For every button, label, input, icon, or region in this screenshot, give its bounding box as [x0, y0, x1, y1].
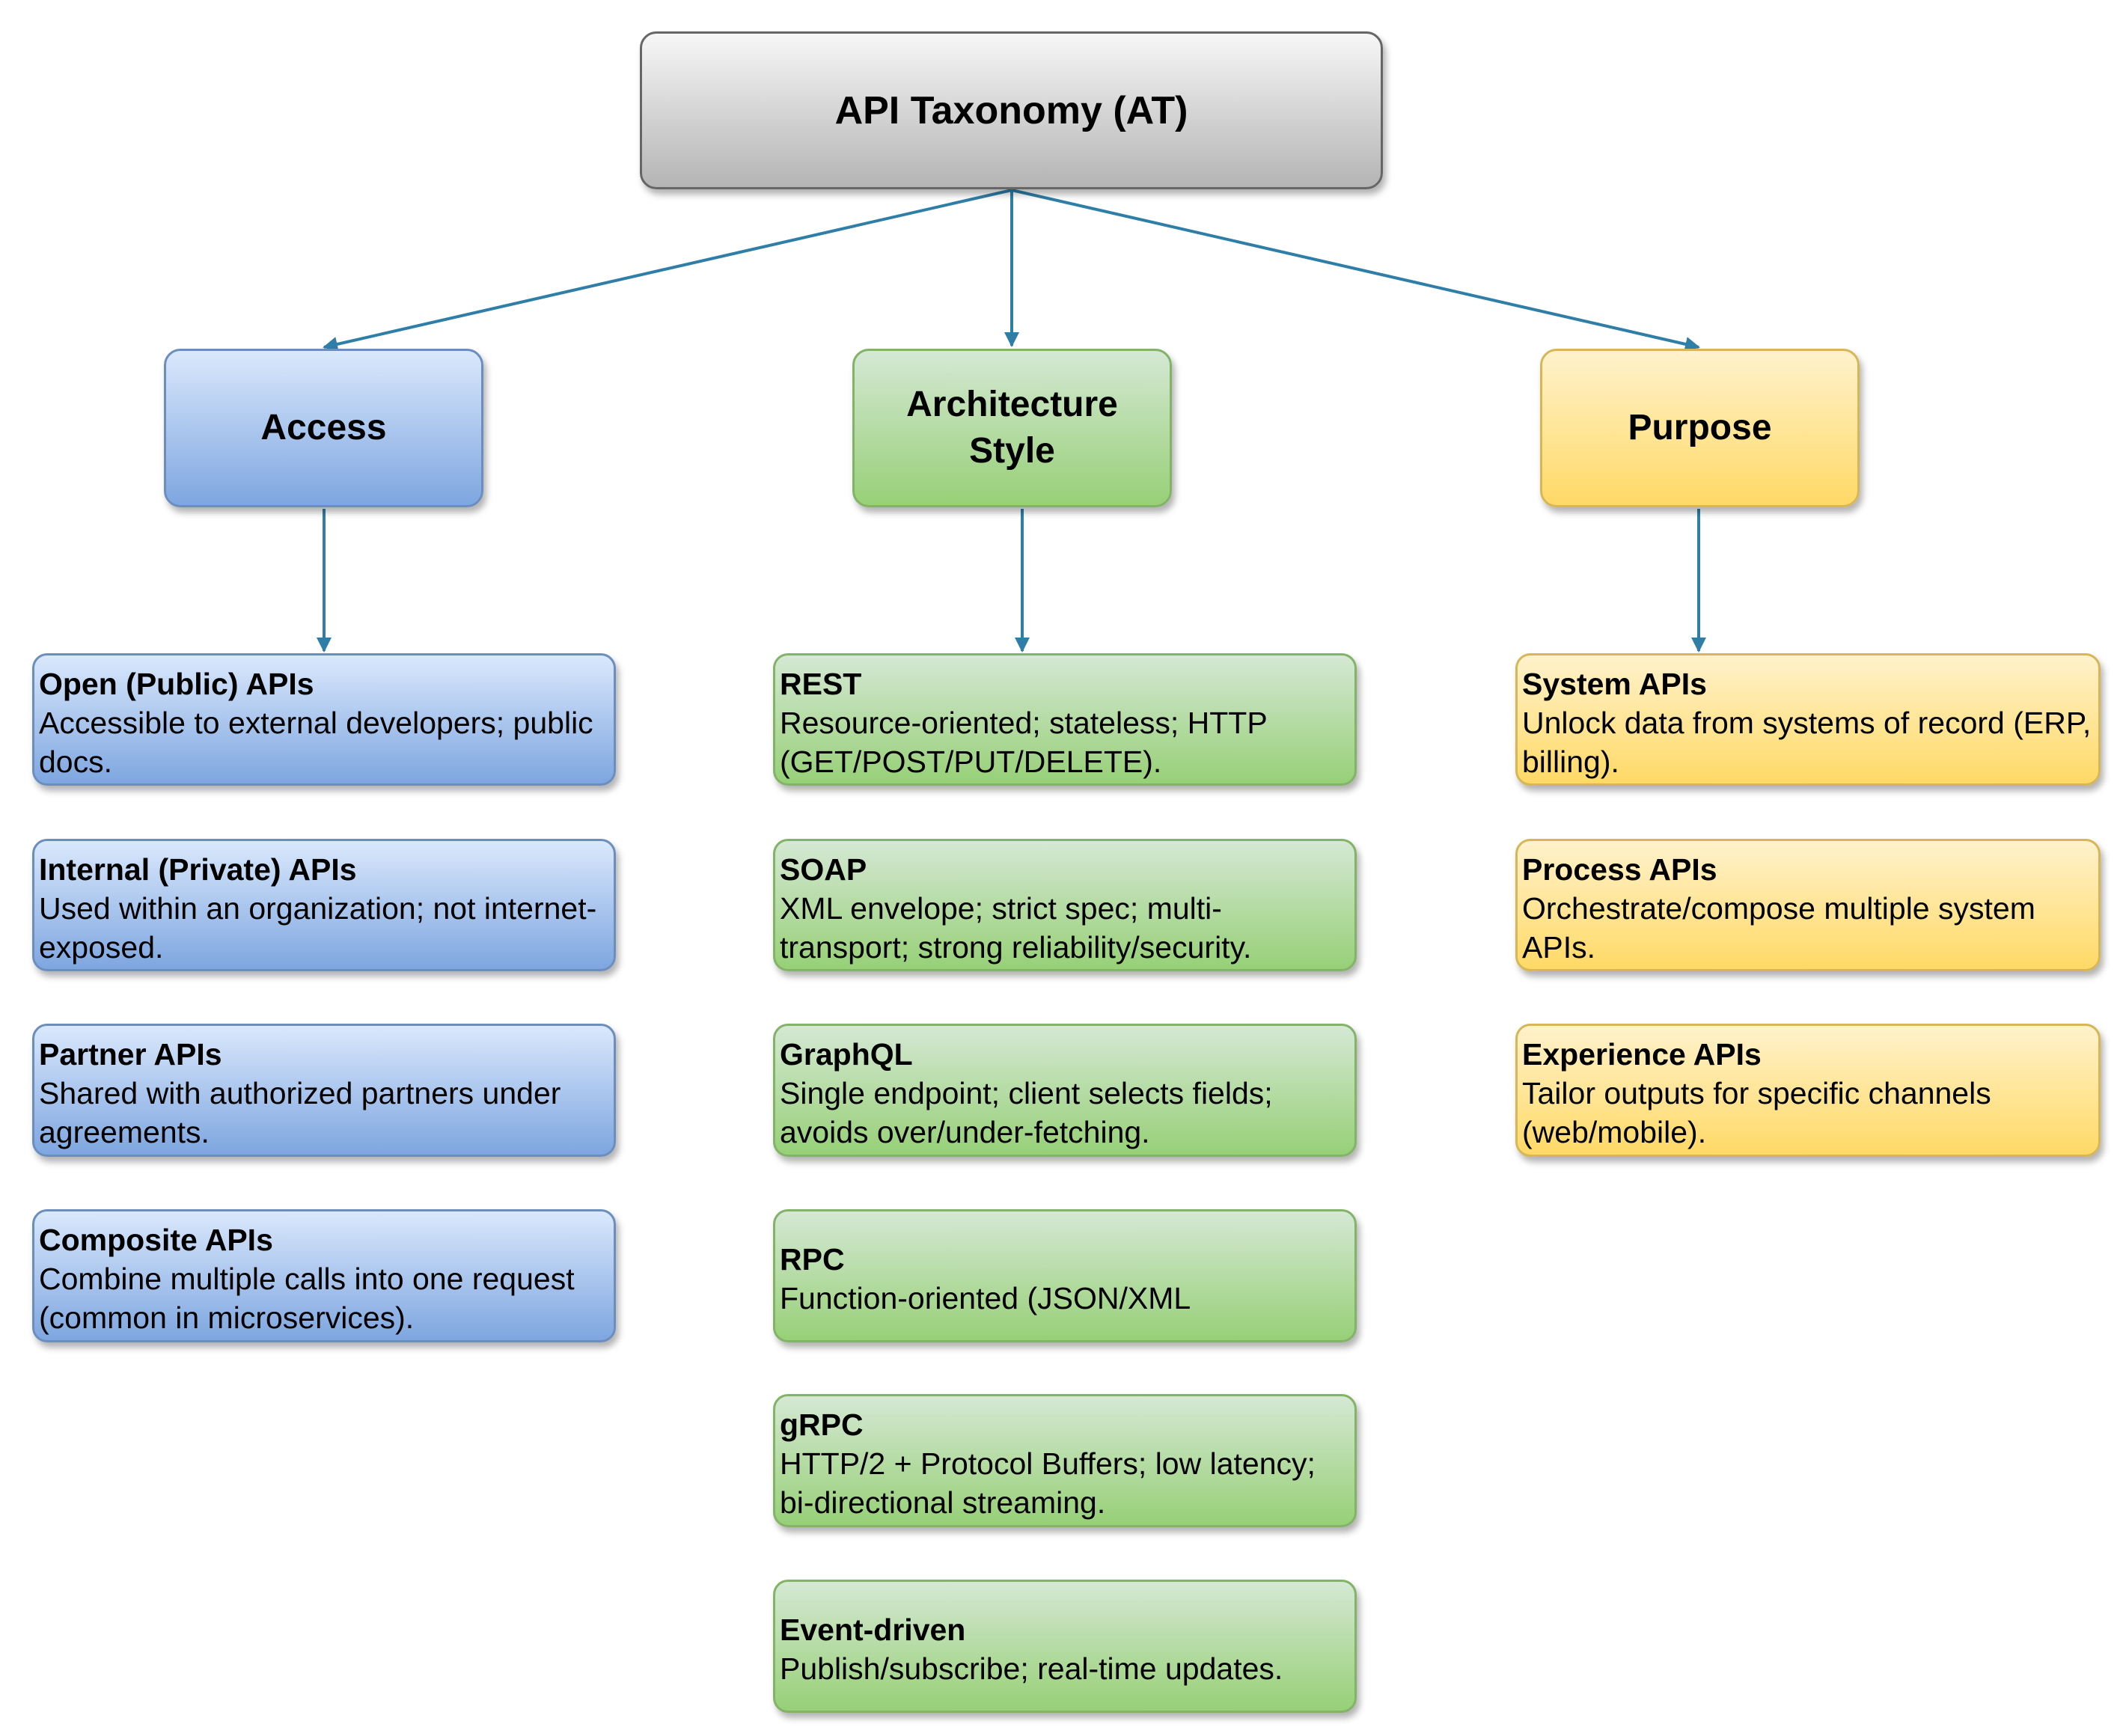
item-grpc: gRPC HTTP/2 + Protocol Buffers; low late…	[773, 1394, 1357, 1527]
item-title: Internal (Private) APIs	[39, 852, 357, 887]
item-description: Tailor outputs for specific channels (we…	[1522, 1076, 1991, 1149]
root-node: API Taxonomy (AT)	[640, 31, 1383, 189]
category-label: Access	[260, 408, 387, 447]
category-purpose: Purpose	[1540, 349, 1860, 507]
item-title: REST	[780, 667, 862, 701]
item-soap: SOAP XML envelope; strict spec; multi-tr…	[773, 839, 1357, 971]
item-experience-apis: Experience APIs Tailor outputs for speci…	[1515, 1024, 2101, 1157]
root-title: API Taxonomy (AT)	[834, 88, 1188, 132]
item-description: Shared with authorized partners under ag…	[39, 1076, 561, 1149]
item-title: GraphQL	[780, 1037, 913, 1072]
item-description: Used within an organization; not interne…	[39, 891, 597, 965]
item-event-driven: Event-driven Publish/subscribe; real-tim…	[773, 1580, 1357, 1713]
item-title: Partner APIs	[39, 1037, 222, 1072]
category-label: Architecture Style	[906, 385, 1118, 471]
item-title: Process APIs	[1522, 852, 1717, 887]
item-process-apis: Process APIs Orchestrate/compose multipl…	[1515, 839, 2101, 971]
item-description: HTTP/2 + Protocol Buffers; low latency; …	[780, 1446, 1316, 1520]
item-title: Open (Public) APIs	[39, 667, 314, 701]
item-title: RPC	[780, 1242, 845, 1277]
category-access: Access	[164, 349, 483, 507]
item-description: XML envelope; strict spec; multi-transpo…	[780, 891, 1252, 965]
item-description: Resource-oriented; stateless; HTTP (GET/…	[780, 706, 1267, 779]
item-rpc: RPC Function-oriented (JSON/XML	[773, 1209, 1357, 1342]
item-open-public-apis: Open (Public) APIs Accessible to externa…	[32, 653, 616, 786]
item-description: Combine multiple calls into one request …	[39, 1262, 575, 1335]
item-title: System APIs	[1522, 667, 1707, 701]
item-description: Orchestrate/compose multiple system APIs…	[1522, 891, 2035, 965]
item-description: Accessible to external developers; publi…	[39, 706, 593, 779]
item-description: Publish/subscribe; real-time updates.	[780, 1651, 1283, 1686]
item-title: Experience APIs	[1522, 1037, 1762, 1072]
item-rest: REST Resource-oriented; stateless; HTTP …	[773, 653, 1357, 786]
item-title: Event-driven	[780, 1613, 966, 1647]
item-title: gRPC	[780, 1408, 864, 1442]
item-title: Composite APIs	[39, 1223, 273, 1257]
item-internal-private-apis: Internal (Private) APIs Used within an o…	[32, 839, 616, 971]
item-description: Function-oriented (JSON/XML	[780, 1281, 1191, 1315]
item-graphql: GraphQL Single endpoint; client selects …	[773, 1024, 1357, 1157]
item-title: SOAP	[780, 852, 867, 887]
category-label: Purpose	[1628, 408, 1772, 447]
item-description: Unlock data from systems of record (ERP,…	[1522, 706, 2092, 779]
item-composite-apis: Composite APIs Combine multiple calls in…	[32, 1209, 616, 1342]
edge-root-to-purpose	[1011, 189, 1700, 352]
item-partner-apis: Partner APIs Shared with authorized part…	[32, 1024, 616, 1157]
item-description: Single endpoint; client selects fields; …	[780, 1076, 1273, 1149]
category-architecture-style: Architecture Style	[852, 349, 1172, 507]
item-system-apis: System APIs Unlock data from systems of …	[1515, 653, 2101, 786]
edge-root-to-access	[323, 189, 1012, 352]
